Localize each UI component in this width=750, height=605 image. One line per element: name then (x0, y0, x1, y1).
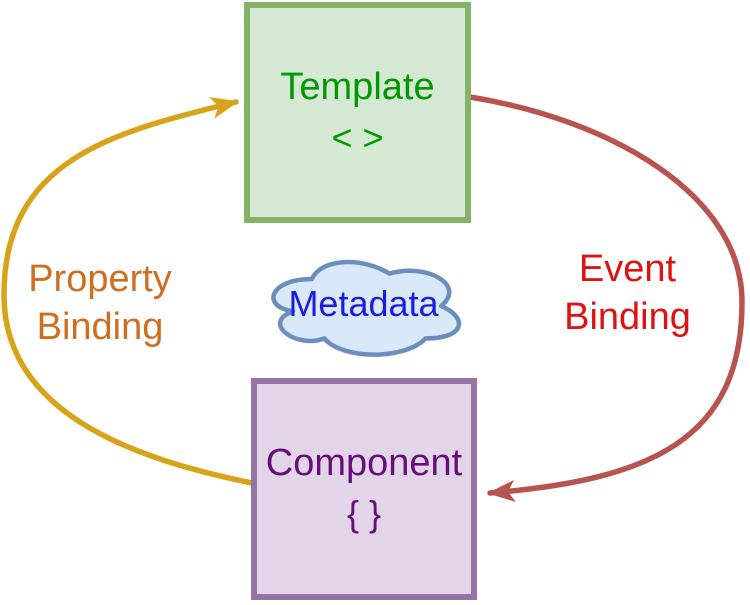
property-binding-arrow (1, 97, 255, 486)
component-label: Component (265, 442, 463, 484)
event-binding-label-line2: Binding (564, 296, 691, 338)
component-box: Component { } (251, 378, 477, 600)
template-box: Template < > (244, 2, 471, 223)
event-binding-label-line1: Event (578, 248, 677, 290)
property-binding-label-line1: Property (28, 258, 172, 300)
event-binding-arrow (467, 94, 745, 502)
template-label: Template (280, 65, 435, 108)
property-binding-label-line2: Binding (36, 306, 164, 348)
template-angle-brackets-symbol: < > (331, 116, 384, 158)
property-binding-label: Property Binding (0, 255, 200, 351)
metadata-cloud-label: Metadata (288, 283, 439, 324)
metadata-cloud-shape (271, 259, 462, 357)
component-curly-braces-symbol: { } (346, 493, 382, 534)
event-binding-label: Event Binding (535, 245, 720, 341)
